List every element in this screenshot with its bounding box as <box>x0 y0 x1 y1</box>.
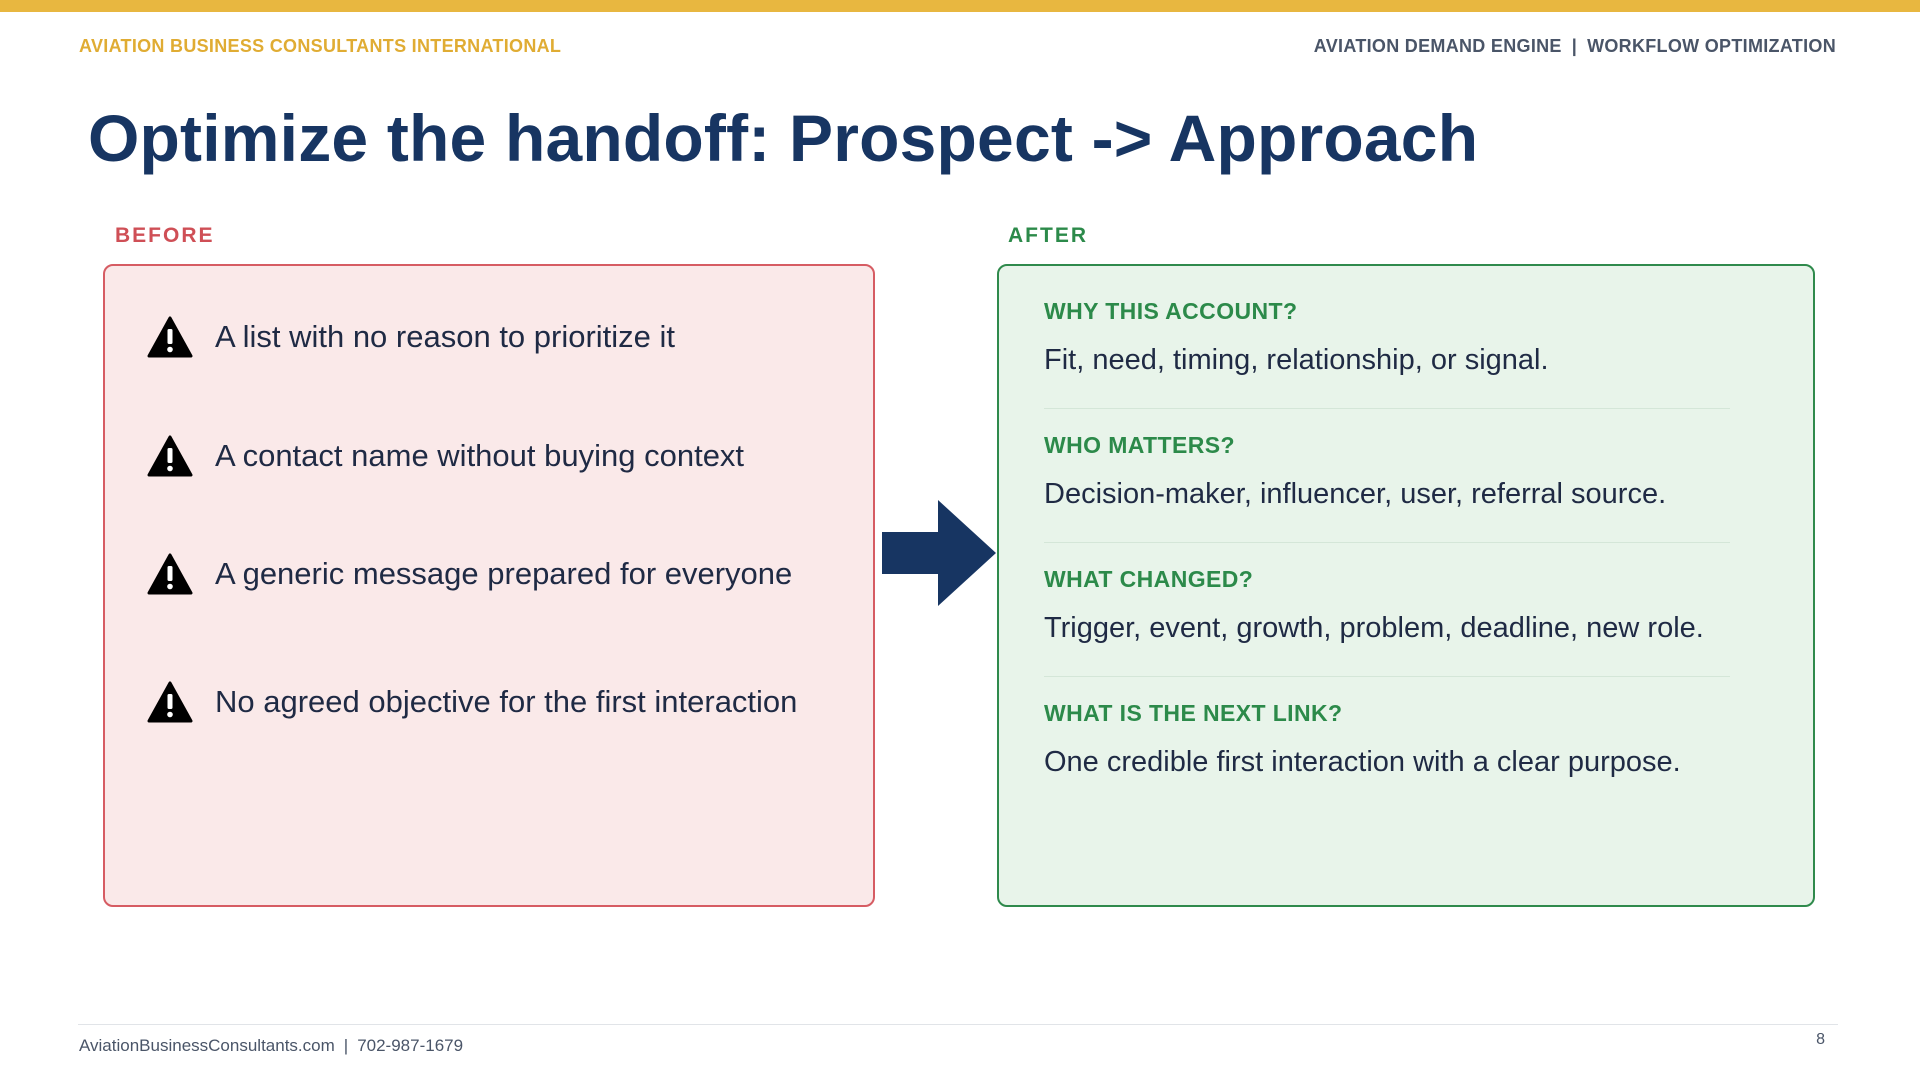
footer-phone: 702-987-1679 <box>357 1036 464 1055</box>
arrow-right-icon <box>882 500 996 606</box>
section-divider <box>1044 676 1730 677</box>
top-accent-bar <box>0 0 1920 12</box>
warning-icon <box>147 316 193 358</box>
before-item-text: A generic message prepared for everyone <box>215 556 793 591</box>
after-question: WHAT IS THE NEXT LINK? <box>1044 700 1343 726</box>
footer-contact: AviationBusinessConsultants.com | 702-987-… <box>79 1036 463 1056</box>
section-divider <box>1044 408 1730 409</box>
warning-icon <box>147 435 193 477</box>
footer-divider <box>78 1024 1838 1025</box>
after-section: WHAT CHANGED? Trigger, event, growth, pr… <box>1044 566 1730 645</box>
after-panel: WHY THIS ACCOUNT? Fit, need, timing, rel… <box>997 264 1815 907</box>
footer-separator: | <box>343 1036 349 1055</box>
before-item: No agreed objective for the first intera… <box>147 681 797 723</box>
after-label: AFTER <box>1008 224 1088 247</box>
before-item-text: A list with no reason to prioritize it <box>215 319 676 354</box>
before-item-text: No agreed objective for the first intera… <box>215 684 798 719</box>
page-number: 8 <box>1816 1031 1825 1048</box>
header-section: AVIATION DEMAND ENGINE <box>1313 36 1562 56</box>
footer-website: AviationBusinessConsultants.com <box>79 1036 335 1055</box>
warning-icon <box>147 681 193 723</box>
section-divider <box>1044 542 1730 543</box>
before-item-text: A contact name without buying context <box>215 438 745 473</box>
slide-title: Optimize the handoff: Prospect -> Approa… <box>88 101 1479 175</box>
before-item: A contact name without buying context <box>147 435 744 477</box>
after-question: WHY THIS ACCOUNT? <box>1044 298 1298 324</box>
after-section: WHAT IS THE NEXT LINK? One credible firs… <box>1044 700 1730 779</box>
after-question: WHAT CHANGED? <box>1044 566 1254 592</box>
after-section: WHY THIS ACCOUNT? Fit, need, timing, rel… <box>1044 298 1730 377</box>
header-topic: WORKFLOW OPTIMIZATION <box>1587 36 1836 56</box>
after-answer: Decision-maker, influencer, user, referr… <box>1044 478 1667 510</box>
brand-name: AVIATION BUSINESS CONSULTANTS INTERNATIO… <box>79 36 562 56</box>
before-label: BEFORE <box>115 224 215 247</box>
before-panel: A list with no reason to prioritize it A… <box>103 264 875 907</box>
header-separator: | <box>1571 36 1578 56</box>
warning-icon <box>147 553 193 595</box>
before-item: A generic message prepared for everyone <box>147 553 792 595</box>
after-section: WHO MATTERS? Decision-maker, influencer,… <box>1044 432 1730 511</box>
before-item: A list with no reason to prioritize it <box>147 316 675 358</box>
header-section-title: AVIATION DEMAND ENGINE | WORKFLOW OPTIMIZA… <box>1314 36 1836 57</box>
after-question: WHO MATTERS? <box>1044 432 1235 458</box>
after-answer: One credible first interaction with a cl… <box>1044 746 1681 778</box>
after-answer: Fit, need, timing, relationship, or sign… <box>1044 344 1549 376</box>
after-answer: Trigger, event, growth, problem, deadlin… <box>1044 612 1704 644</box>
